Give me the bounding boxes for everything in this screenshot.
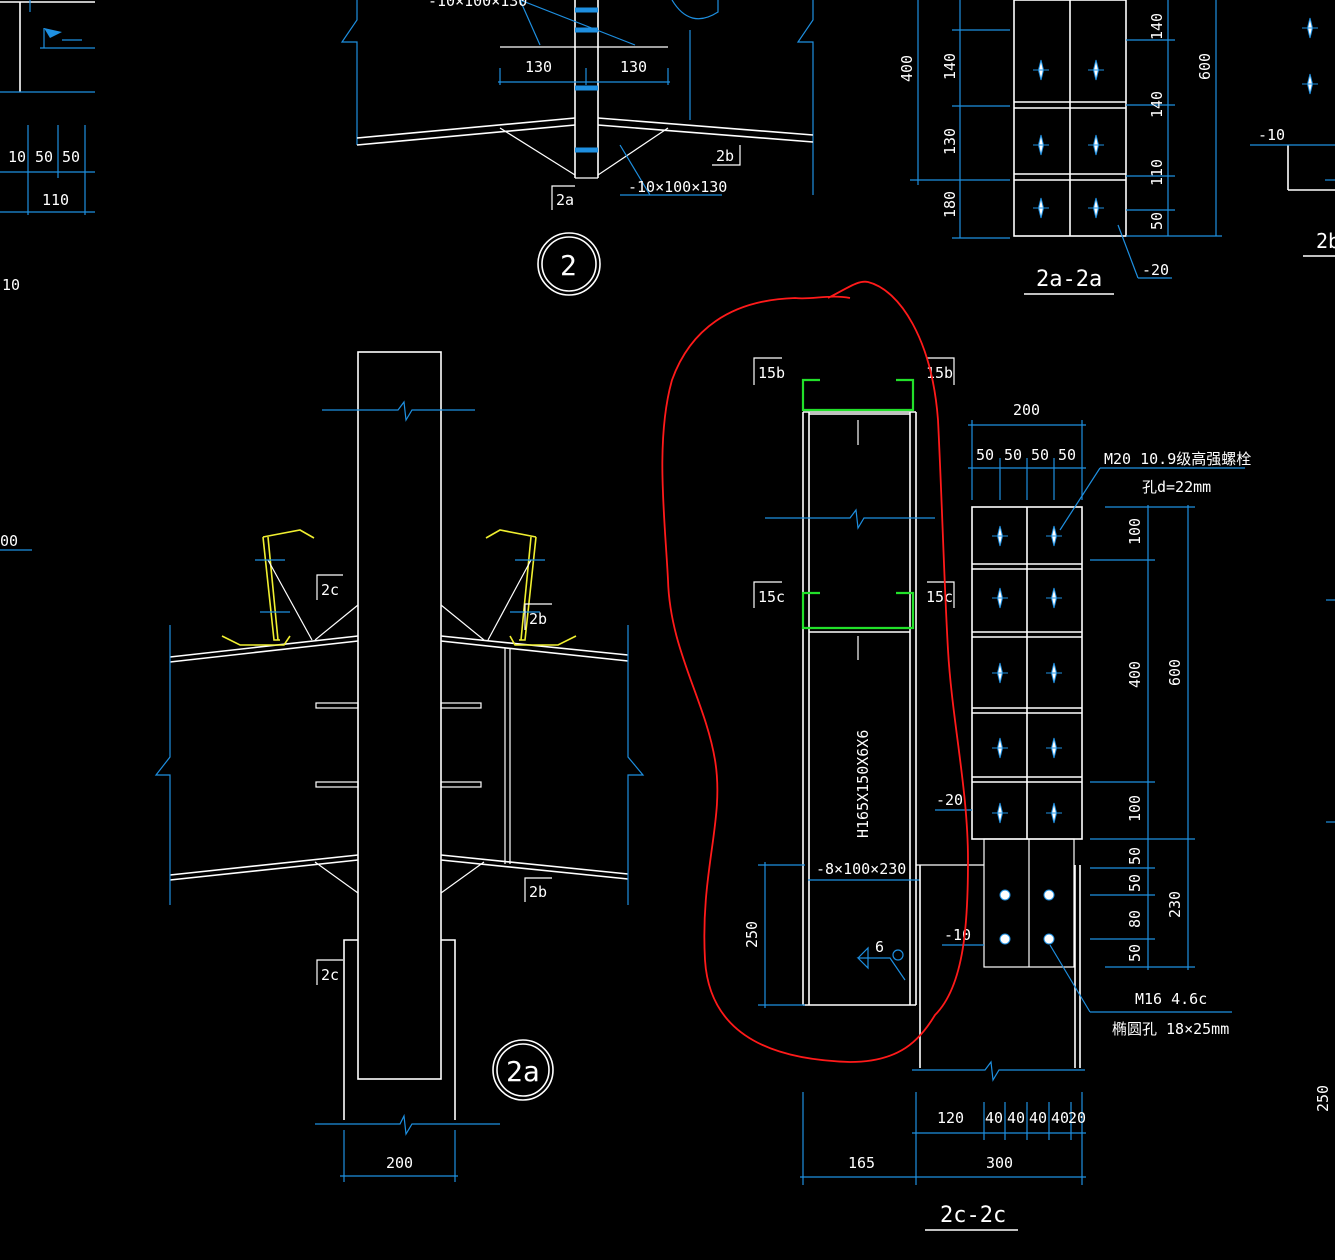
- dim-text: 40: [1007, 1109, 1025, 1127]
- dim-text: 130: [620, 58, 647, 76]
- dim-text: 50: [1004, 446, 1022, 464]
- dim-text: 140: [1148, 91, 1166, 118]
- section-title: 2c-2c: [940, 1203, 1006, 1228]
- flag-icon: [44, 28, 62, 38]
- dim-text: 100: [1126, 518, 1144, 545]
- dim-text: 200: [386, 1154, 413, 1172]
- far-right-fragment: -10 2b 250: [1250, 17, 1335, 1112]
- bolt-note: 椭圆孔 18×25mm: [1112, 1020, 1229, 1038]
- section-2a-2a: 400 140 130 180 140 140 110 50 600 -20 2…: [898, 0, 1222, 295]
- dim-text: 50: [1031, 446, 1049, 464]
- dim-text: 130: [941, 128, 959, 155]
- dim-text: 180: [941, 191, 959, 218]
- weld-size: 6: [875, 938, 884, 956]
- ref-2c: 2c: [321, 966, 339, 984]
- label-text: -10: [1258, 126, 1285, 144]
- plate-label: -10×100×130: [628, 178, 727, 196]
- plate-label-top: -10×100×130: [428, 0, 527, 10]
- dim-text: 50: [1148, 212, 1166, 230]
- plate-label-10: -10: [944, 926, 971, 944]
- section-title: 2a-2a: [1036, 267, 1102, 292]
- dim-text: 80: [1126, 910, 1144, 928]
- member-label: H165X150X6X6: [854, 730, 872, 838]
- plate-label-20: -20: [936, 791, 963, 809]
- ref-2b: 2b: [716, 147, 734, 165]
- dim-text: 130: [525, 58, 552, 76]
- dim-text: 50: [1126, 874, 1144, 892]
- bolt-m16-group: [999, 889, 1055, 945]
- dim-text: 20: [1068, 1109, 1086, 1127]
- dim-text: 400: [898, 55, 916, 82]
- label-text: 2b: [1316, 229, 1335, 253]
- ref-2c: 2c: [321, 581, 339, 599]
- ref-15b: 15b: [758, 364, 785, 382]
- dim-text: 165: [848, 1154, 875, 1172]
- dim-text: 110: [42, 191, 69, 209]
- detail-2a: 2c 2b 2c 2b 200 2a: [154, 351, 645, 1182]
- ref-15c: 15c: [926, 588, 953, 606]
- dim-text: 50: [1058, 446, 1076, 464]
- dim-text: 110: [1148, 159, 1166, 186]
- dim-text: 250: [743, 921, 761, 948]
- left-edge-label: 00: [0, 532, 18, 550]
- dim-text: 50: [1126, 847, 1144, 865]
- dim-text: 120: [937, 1109, 964, 1127]
- dim-text: 40: [1051, 1109, 1069, 1127]
- plate-label: -20: [1142, 261, 1169, 279]
- dim-text: 230: [1166, 891, 1184, 918]
- bolt-note: M20 10.9级高强螺栓: [1104, 450, 1251, 468]
- dim-text: 50: [1126, 944, 1144, 962]
- section-2c-2c: 15b 15b 15c 15c H165X150X6X6 -8×100×230 …: [743, 357, 1251, 1231]
- bolt-note: M16 4.6c: [1135, 990, 1207, 1008]
- dim-text: 400: [1126, 661, 1144, 688]
- ref-2a: 2a: [556, 191, 574, 209]
- ref-2b: 2b: [529, 610, 547, 628]
- dim-text: 300: [986, 1154, 1013, 1172]
- dim-text: 140: [941, 53, 959, 80]
- dim-text: 40: [1029, 1109, 1047, 1127]
- red-markup-outline: [661, 280, 969, 1063]
- detail-circle-label: 2: [560, 249, 577, 282]
- dim-text: 40: [985, 1109, 1003, 1127]
- dim-text: 200: [1013, 401, 1040, 419]
- dim-text: 10: [2, 276, 20, 294]
- dim-text: 50: [976, 446, 994, 464]
- dim-text: 50: [35, 148, 53, 166]
- label-text: 250: [1314, 1085, 1332, 1112]
- dim-text: 10: [8, 148, 26, 166]
- dim-text: 140: [1148, 13, 1166, 40]
- bolt-note: 孔d=22mm: [1142, 478, 1211, 496]
- ref-15c: 15c: [758, 588, 785, 606]
- top-left-fragment: 10 50 50 110 10: [0, 0, 95, 294]
- dim-text: 50: [62, 148, 80, 166]
- dim-text: 100: [1126, 795, 1144, 822]
- dim-text: 600: [1196, 53, 1214, 80]
- detail-circle-label: 2a: [506, 1055, 540, 1088]
- ref-2b: 2b: [529, 883, 547, 901]
- dim-text: 600: [1166, 659, 1184, 686]
- plate-label: -8×100×230: [816, 860, 906, 878]
- detail-2: 130 130 -10×100×130 -10×100×130 2a 2b 2: [340, 0, 814, 296]
